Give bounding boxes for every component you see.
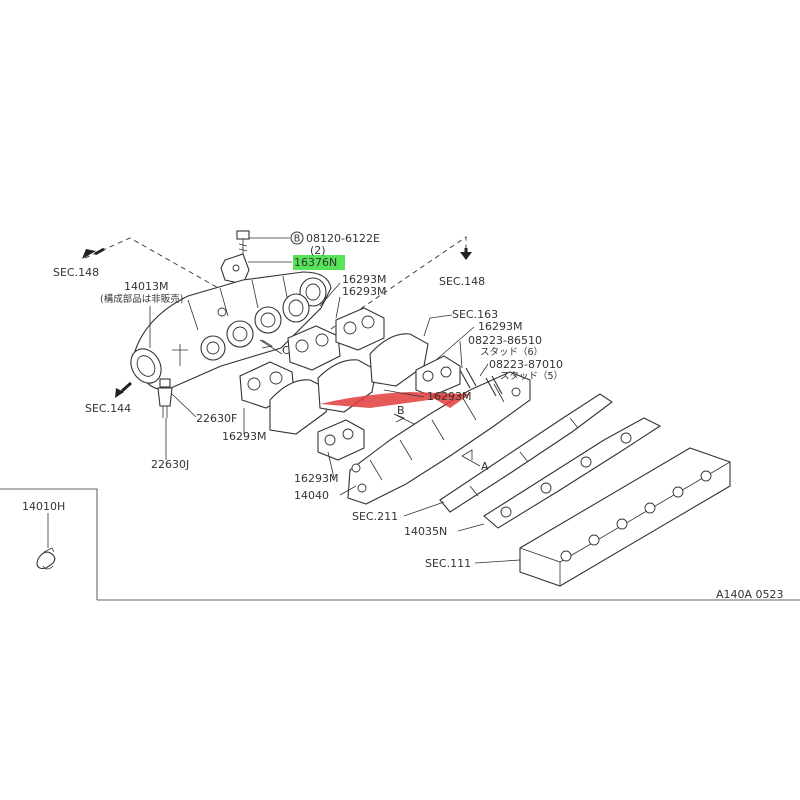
- label-14040[interactable]: 14040: [294, 489, 329, 502]
- watermark-logo: [320, 392, 470, 408]
- cylinder-head[interactable]: [519, 447, 731, 587]
- label-14010H[interactable]: 14010H: [22, 500, 65, 513]
- intake-gasket-14035N[interactable]: [483, 417, 662, 529]
- label-22630J[interactable]: 22630J: [151, 458, 189, 471]
- label-22630F[interactable]: 22630F: [196, 412, 237, 425]
- clip-part[interactable]: [36, 547, 56, 570]
- callout-b: B: [397, 404, 405, 417]
- arrow-sec148-left: [82, 249, 96, 259]
- callout-arrows: [259, 339, 481, 467]
- label-sec211[interactable]: SEC.211: [352, 510, 398, 523]
- label-sec144[interactable]: SEC.144: [85, 402, 131, 415]
- routing-lines: [82, 236, 472, 398]
- manifold-14013M[interactable]: [125, 271, 332, 390]
- labels: B 08120-6122E (2) 16376N SEC.148 SEC.148…: [22, 231, 784, 601]
- label-14013M[interactable]: 14013M: [124, 280, 168, 293]
- label-14013M-note: (構成部品は非販売): [100, 293, 183, 305]
- part-highlight: [293, 255, 345, 270]
- sensor-22630[interactable]: [157, 378, 197, 460]
- bracket-16376N[interactable]: [220, 253, 250, 285]
- callout-a: A: [481, 460, 489, 473]
- label-14035N[interactable]: 14035N: [404, 525, 447, 538]
- label-bolt-qty: (2): [310, 244, 326, 257]
- label-16376N[interactable]: 16376N: [294, 256, 337, 269]
- clip-inset: [0, 488, 800, 601]
- label-16293M-1[interactable]: 16293M: [342, 273, 386, 286]
- label-stud-1-desc: スタッド（6）: [480, 346, 543, 358]
- label-sec111[interactable]: SEC.111: [425, 557, 471, 570]
- label-16293M-3[interactable]: 16293M: [478, 320, 522, 333]
- label-16293M-5[interactable]: 16293M: [222, 430, 266, 443]
- bolt-marker-circle: [290, 231, 304, 245]
- label-sec148-right[interactable]: SEC.148: [439, 275, 485, 288]
- label-stud-2[interactable]: 08223-87010: [489, 358, 563, 371]
- label-stud-1[interactable]: 08223-86510: [468, 334, 542, 347]
- label-16293M-4[interactable]: 16293M: [427, 390, 471, 403]
- label-sec148-left[interactable]: SEC.148: [53, 266, 99, 279]
- callout-c: C: [282, 344, 290, 357]
- label-sec163[interactable]: SEC.163: [452, 308, 498, 321]
- leader-lines: [149, 237, 521, 564]
- arrow-sec144: [115, 388, 124, 398]
- label-stud-2-desc: スタッド（5）: [500, 370, 563, 382]
- studs[interactable]: [459, 367, 503, 397]
- bolt-part[interactable]: [236, 230, 250, 256]
- bolt-marker: B: [294, 234, 301, 245]
- diagram-code: A140A 0523: [716, 588, 784, 601]
- gasket-plates-left[interactable]: [239, 307, 461, 461]
- label-16293M-6[interactable]: 16293M: [294, 472, 338, 485]
- label-16293M-2[interactable]: 16293M: [342, 285, 386, 298]
- intake-runners[interactable]: [439, 393, 613, 513]
- label-bolt[interactable]: 08120-6122E: [306, 232, 380, 245]
- exhaust-manifold-14040[interactable]: [347, 371, 531, 505]
